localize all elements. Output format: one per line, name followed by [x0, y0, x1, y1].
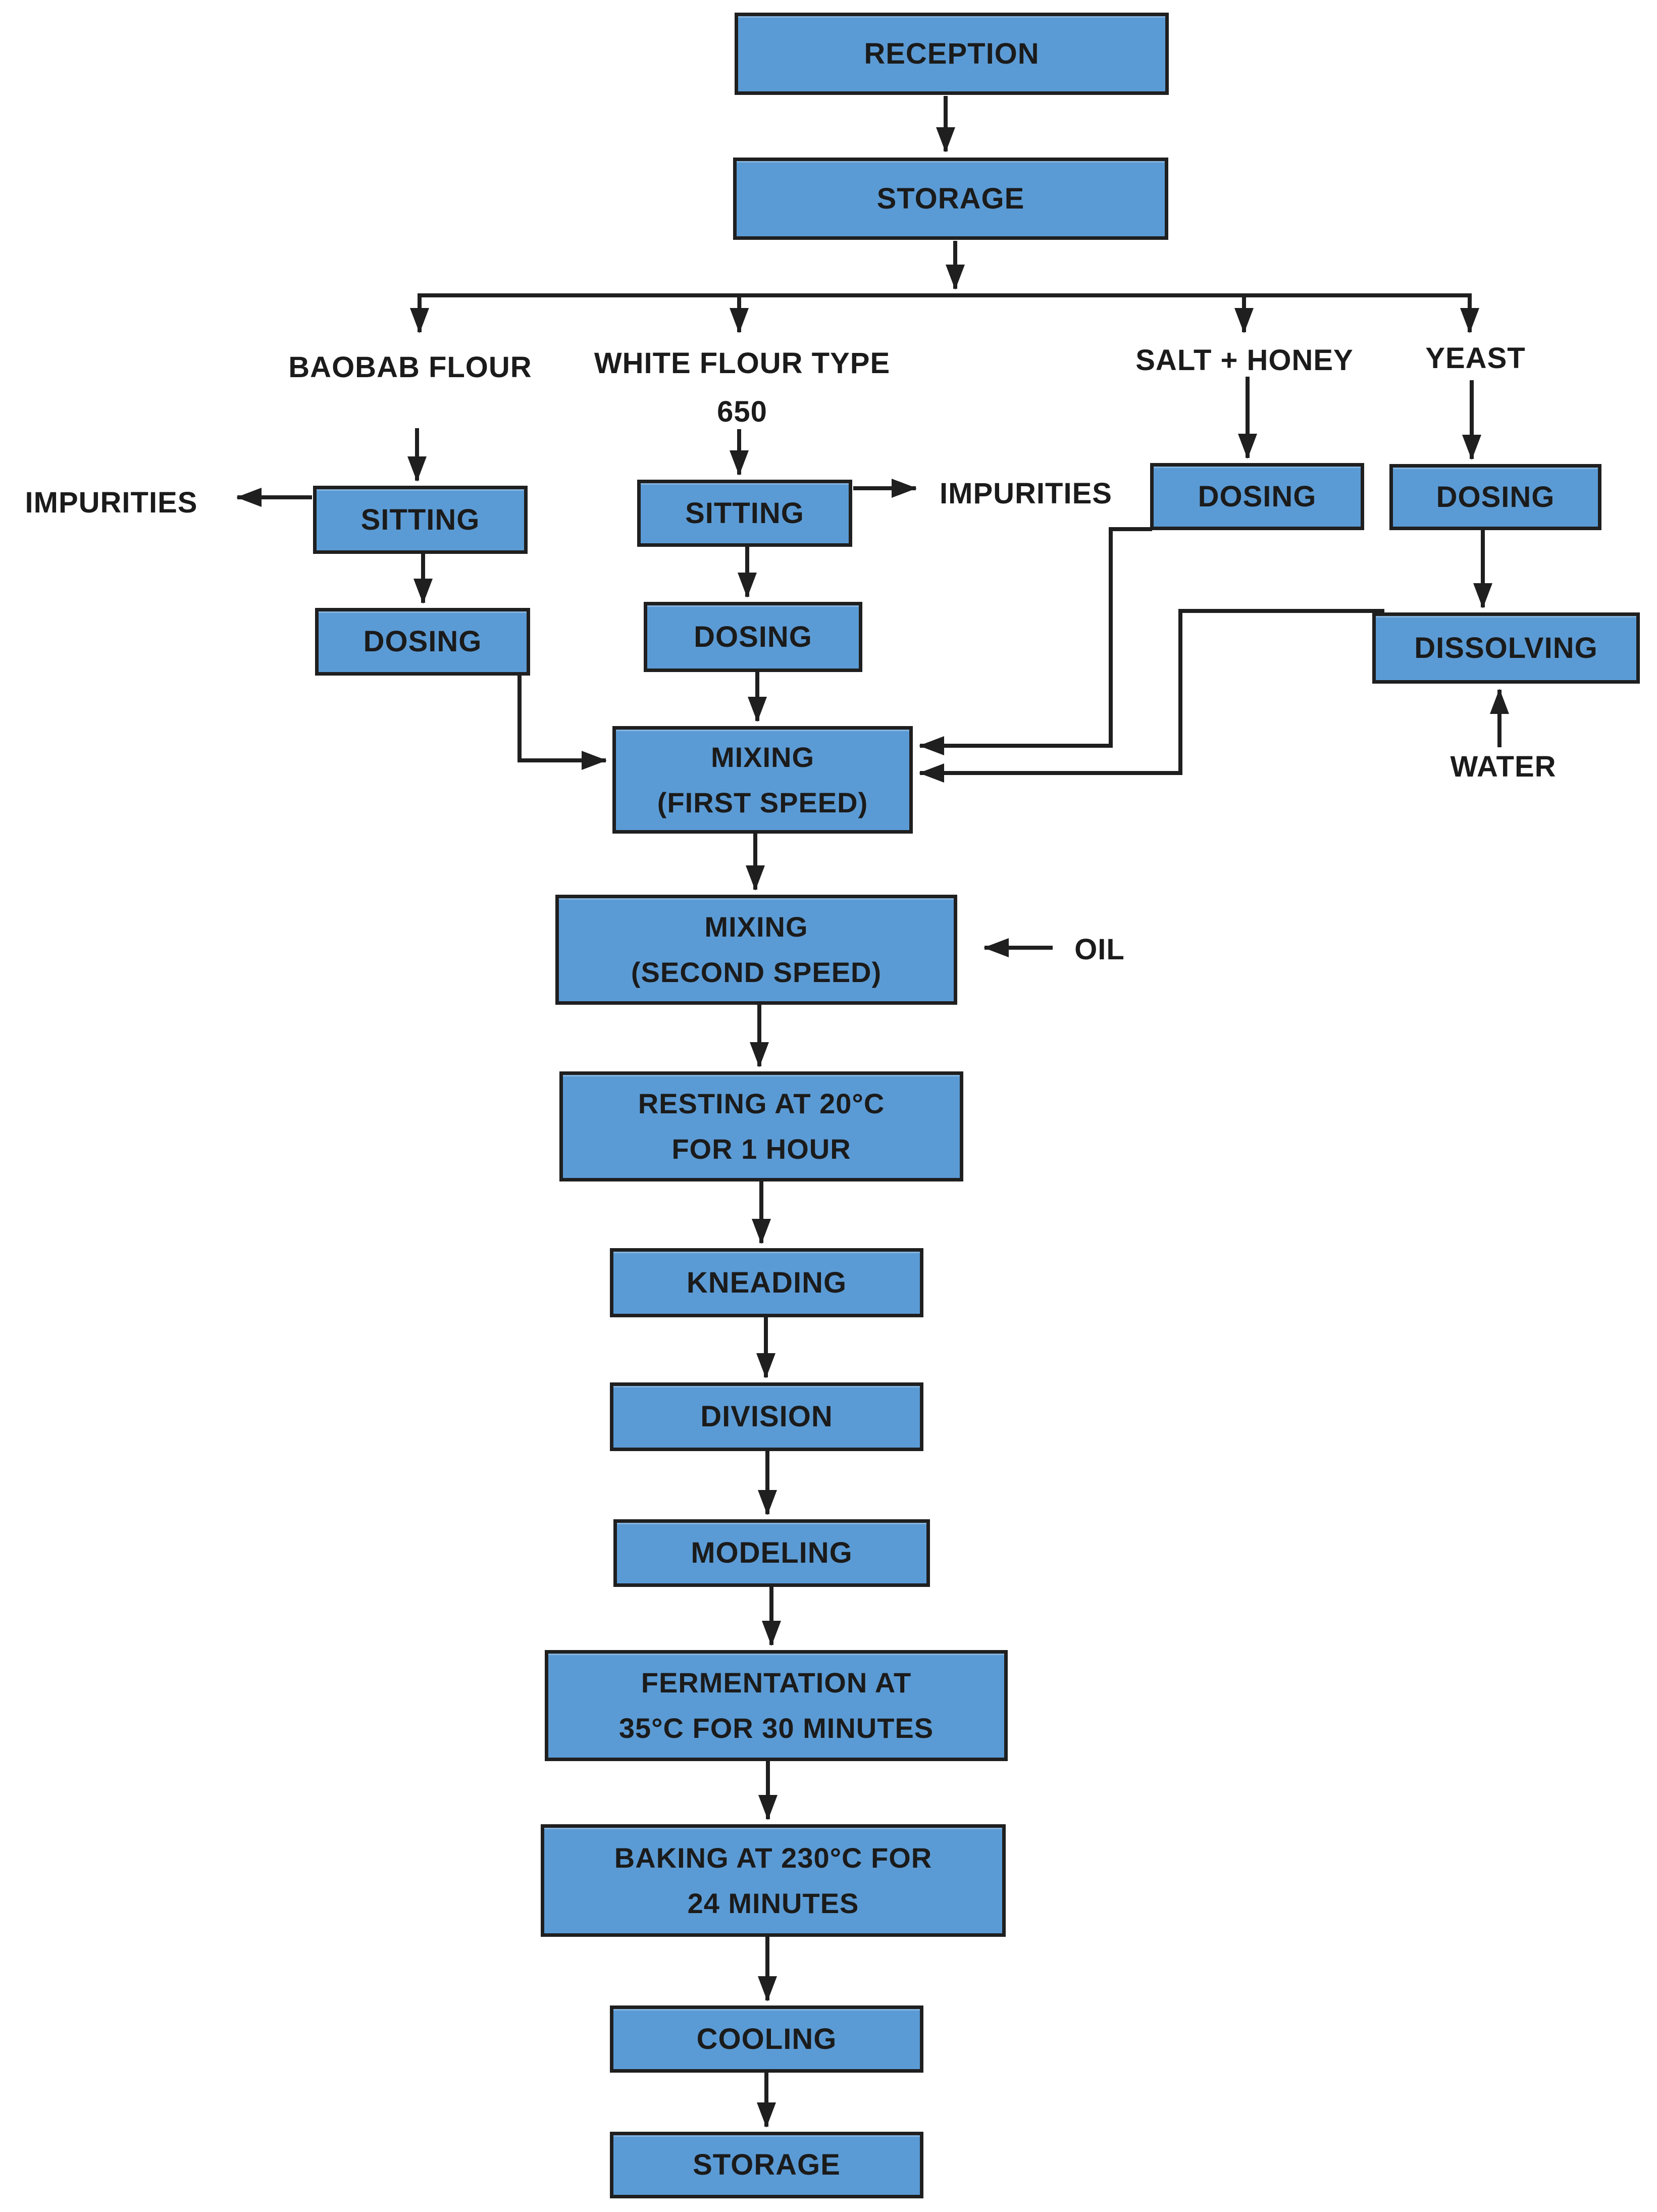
node-mixing-first-speed: MIXING (FIRST SPEED) [612, 726, 913, 834]
label-white-flour-type-650: WHITE FLOUR TYPE 650 [594, 347, 891, 428]
node-dissolving: DISSOLVING [1372, 612, 1640, 684]
label-water: WATER [1450, 750, 1557, 783]
node-dosing-baobab: DOSING [315, 608, 530, 676]
node-resting: RESTING AT 20°C FOR 1 HOUR [559, 1071, 963, 1181]
node-reception: RECEPTION [735, 13, 1169, 95]
label-impurities-left: IMPURITIES [25, 486, 198, 519]
label-impurities-right: IMPURITIES [940, 477, 1112, 510]
node-kneading: KNEADING [610, 1248, 923, 1317]
label-baobab-flour: BAOBAB FLOUR [288, 351, 532, 384]
node-cooling: COOLING [610, 2005, 923, 2073]
node-mixing-second-speed: MIXING (SECOND SPEED) [555, 895, 957, 1005]
node-dosing-white-flour: DOSING [644, 602, 862, 672]
node-storage-top: STORAGE [733, 158, 1168, 240]
connector-dosing-baobab-to-mixing [517, 676, 607, 770]
node-baking: BAKING AT 230°C FOR 24 MINUTES [541, 1824, 1006, 1937]
node-sitting-white-flour: SITTING [637, 480, 852, 547]
label-yeast: YEAST [1425, 342, 1526, 375]
node-storage-bottom: STORAGE [610, 2132, 923, 2198]
node-dosing-yeast: DOSING [1389, 464, 1601, 530]
label-oil: OIL [1074, 933, 1125, 966]
label-salt-honey: SALT + HONEY [1135, 344, 1354, 377]
connector-dissolving-to-mixing [919, 609, 1384, 783]
node-sitting-baobab: SITTING [313, 486, 528, 554]
node-division: DIVISION [610, 1382, 923, 1451]
connector-dosing-salt-to-mixing [919, 527, 1152, 755]
node-dosing-salt-honey: DOSING [1150, 463, 1364, 530]
node-fermentation: FERMENTATION AT 35°C FOR 30 MINUTES [545, 1650, 1008, 1761]
node-modeling: MODELING [613, 1519, 930, 1587]
